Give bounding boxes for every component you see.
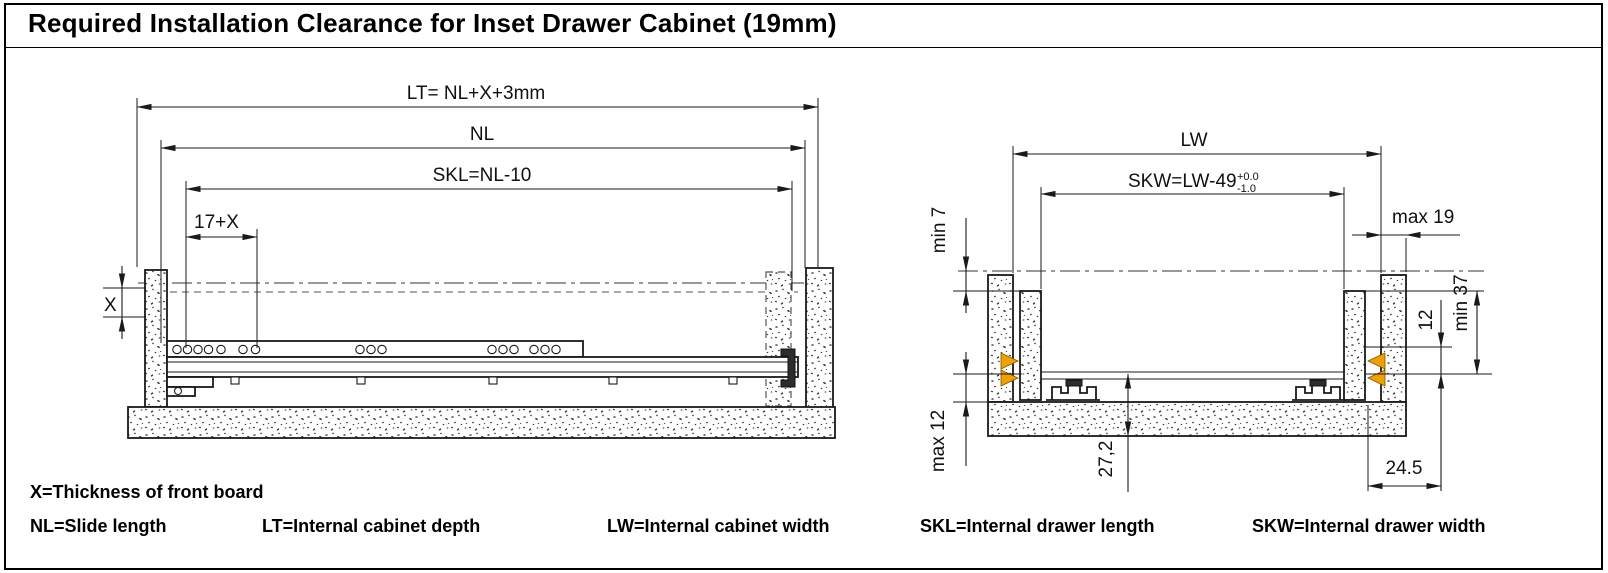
dim-272: 27,2 — [1096, 373, 1132, 492]
dim-245-label: 24.5 — [1386, 458, 1423, 479]
dim-nl-label: NL — [470, 124, 494, 145]
dim-skw: SKW=LW-49+0.0-1.0 — [1040, 171, 1345, 289]
dim-272-label: 27,2 — [1096, 441, 1117, 478]
dim-max12-label: max 12 — [928, 410, 949, 472]
front-view: LW SKW=LW-49+0.0-1.0 min 7 — [928, 130, 1492, 492]
page-title: Required Installation Clearance for Inse… — [28, 8, 837, 38]
slide-rear-hook — [780, 348, 796, 388]
slide-mounting-holes — [172, 344, 561, 355]
legend-skw: SKW=Internal drawer width — [1252, 516, 1486, 536]
title-divider — [6, 47, 1601, 48]
legend-lw: LW=Internal cabinet width — [607, 516, 830, 536]
right-drawer-side — [1343, 290, 1366, 401]
dim-x-label: X — [104, 295, 117, 316]
fixing-arrows — [1000, 352, 1386, 387]
dim-nl: NL — [160, 124, 806, 343]
dim-x: X — [103, 266, 146, 339]
cabinet-bottom-board — [127, 406, 836, 439]
dim-max19-label: max 19 — [1392, 207, 1454, 228]
side-view: LT= NL+X+3mm NL SKL=NL-10 17+X — [103, 83, 836, 439]
legend-lt: LT=Internal cabinet depth — [262, 516, 481, 536]
dim-min37-label: min 37 — [1451, 274, 1472, 331]
cabinet-front-geometry — [958, 270, 1484, 437]
drawer-slide-side — [166, 340, 799, 397]
cabinet-bottom-board — [987, 401, 1407, 437]
left-slide-profile — [1046, 379, 1100, 401]
dim-min7-label: min 7 — [929, 207, 950, 253]
left-side-wall — [987, 274, 1014, 403]
right-fixing-arrow-icon — [1367, 352, 1386, 370]
dim-skw-label: SKW=LW-49+0.0-1.0 — [1128, 171, 1259, 195]
right-slide-profile — [1292, 379, 1346, 401]
dim-max12: max 12 — [928, 352, 1022, 472]
dim-17x: 17+X — [185, 212, 258, 348]
legend-x: X=Thickness of front board — [30, 482, 264, 502]
cabinet-back-panel — [805, 267, 834, 409]
front-board — [144, 269, 168, 408]
dim-245: 24.5 — [1367, 405, 1442, 491]
dim-max19: max 19 — [1352, 207, 1460, 272]
dim-17x-label: 17+X — [194, 212, 239, 233]
dim-12: 12 — [1416, 300, 1445, 491]
legend-nl: NL=Slide length — [30, 516, 167, 536]
dim-lw: LW — [1012, 130, 1382, 273]
dim-lw-label: LW — [1180, 130, 1207, 151]
dim-min7: min 7 — [929, 207, 1020, 313]
dim-lt-label: LT= NL+X+3mm — [407, 83, 546, 104]
right-fixing-arrow-icon — [1367, 369, 1386, 387]
dim-lt: LT= NL+X+3mm — [136, 83, 819, 268]
slide-front-bracket — [166, 376, 214, 397]
left-drawer-side — [1019, 290, 1042, 401]
left-fixing-arrow-icon — [1000, 352, 1019, 370]
slide-rail-tabs — [230, 376, 738, 385]
dim-min37: min 37 — [1451, 274, 1481, 375]
dim-skl-label: SKL=NL-10 — [433, 165, 532, 186]
dim-12-label: 12 — [1416, 309, 1437, 330]
right-extension-lines — [1365, 290, 1492, 375]
slide-rail-body — [166, 356, 799, 378]
legend-skl: SKL=Internal drawer length — [920, 516, 1155, 536]
dim-skl: SKL=NL-10 — [185, 165, 793, 348]
